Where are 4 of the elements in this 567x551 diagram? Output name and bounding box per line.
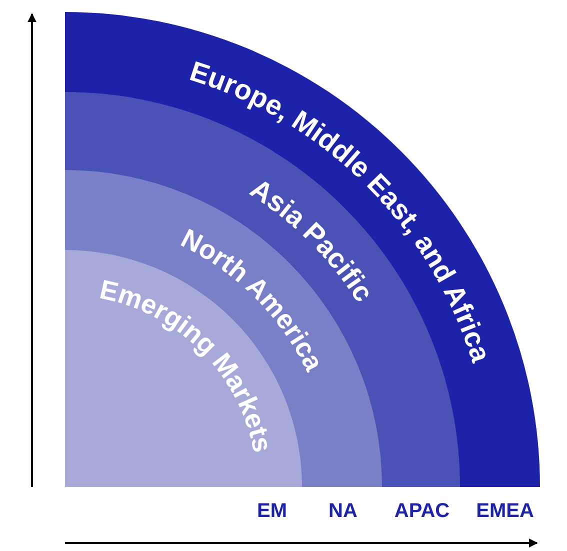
axis-tick-label: APAC	[394, 500, 450, 523]
axis-tick-label: EM	[257, 500, 287, 523]
axis-tick-label: NA	[328, 500, 358, 523]
axis-tick-label: EMEA	[476, 500, 534, 523]
